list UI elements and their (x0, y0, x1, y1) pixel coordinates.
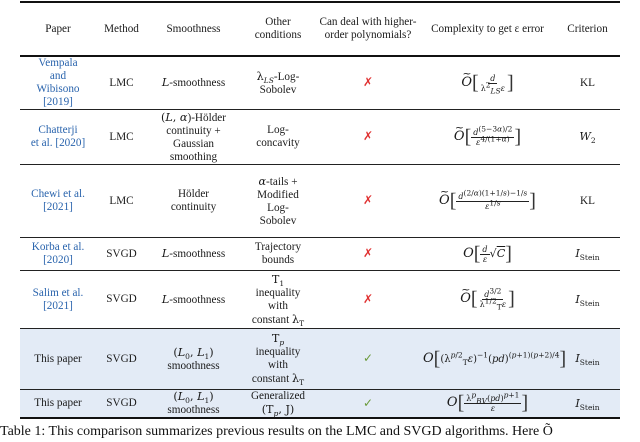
cell-higher-order: ✗ (316, 165, 420, 238)
cell-complexity: O[d(2/α)(1+1/s)−1/sε1/s] (420, 165, 555, 238)
comparison-table: Paper Method Smoothness Other conditions… (20, 1, 620, 419)
header-method: Method (104, 22, 139, 35)
cell-paper: Chewi et al.[2021] (20, 165, 96, 238)
cell-other-conditions: λLS-Log-Sobolev (256, 69, 300, 96)
cell-criterion: IStein (575, 292, 600, 308)
cell-smoothness: (L0, L1)smoothness (167, 390, 220, 416)
citation-link-salim[interactable]: Salim et al.[2021] (32, 286, 84, 312)
cell-higher-order: ✗ (316, 56, 420, 110)
header-paper: Paper (45, 22, 71, 35)
cell-higher-order: ✗ (316, 110, 420, 165)
cell-smoothness: (L0, L1)smoothness (167, 345, 220, 372)
cell-higher-order: ✗ (316, 271, 420, 329)
cell-other-conditions: Generalized(Tp, J) (250, 390, 306, 419)
cell-paper: Salim et al.[2021] (20, 271, 96, 329)
cell-method: SVGD (106, 293, 137, 305)
table-row-highlighted: This paper SVGD (L0, L1)smoothness Gener… (20, 389, 620, 419)
cell-criterion: IStein (575, 396, 600, 412)
cell-criterion: IStein (575, 247, 600, 263)
cell-complexity: O[d(5−3α)/2ε4/(1+α)] (420, 110, 555, 165)
cell-complexity: O[d3/2λ1/2Tε] (420, 271, 555, 329)
cell-paper: Korba et al.[2020] (20, 238, 96, 271)
cross-icon: ✗ (362, 129, 374, 143)
citation-link-korba[interactable]: Korba et al.[2020] (31, 241, 85, 266)
citation-link-chewi[interactable]: Chewi et al.[2021] (31, 188, 85, 213)
check-icon: ✓ (362, 351, 374, 365)
cross-icon: ✗ (362, 246, 374, 260)
cell-criterion: IStein (575, 352, 600, 368)
header-higher-order: Can deal with higher-order polynomials? (319, 16, 417, 41)
header-row: Paper Method Smoothness Other conditions… (20, 2, 620, 56)
cell-method: LMC (109, 194, 134, 207)
cell-smoothness: L-smoothness (161, 76, 226, 89)
cross-icon: ✗ (362, 75, 374, 89)
cell-method: LMC (109, 130, 134, 143)
header-criterion: Criterion (567, 22, 608, 35)
header-complexity: Complexity to get ε error (431, 22, 544, 35)
header-smoothness: Smoothness (166, 22, 221, 35)
cell-criterion: W2 (579, 130, 596, 146)
table-caption: Table 1: This comparison summarizes prev… (0, 424, 553, 439)
cell-higher-order: ✗ (316, 238, 420, 271)
check-icon: ✓ (362, 395, 374, 410)
cross-icon: ✗ (362, 193, 374, 207)
cell-criterion: KL (580, 194, 595, 207)
cell-higher-order: ✓ (316, 329, 420, 390)
cross-icon: ✗ (362, 291, 374, 306)
cell-complexity: O[(λp/2Tε)−1(pd)(p+1)(p+2)/4] (423, 347, 567, 370)
cell-method: SVGD (106, 352, 137, 365)
cell-higher-order: ✓ (316, 390, 420, 419)
table-row: Korba et al.[2020] SVGD L-smoothness Tra… (20, 238, 620, 271)
cell-method: SVGD (106, 247, 137, 260)
header-other-conditions: Other conditions (254, 16, 302, 41)
cell-paper: This paper (34, 397, 82, 409)
cell-paper: This paper (34, 352, 82, 365)
cell-method: LMC (109, 76, 134, 89)
cell-method: SVGD (106, 397, 137, 409)
cell-criterion: KL (580, 76, 595, 89)
cell-other-conditions: Log-concavity (256, 124, 300, 149)
cell-smoothness: L-smoothness (161, 292, 226, 306)
cell-smoothness: L-smoothness (161, 247, 226, 260)
